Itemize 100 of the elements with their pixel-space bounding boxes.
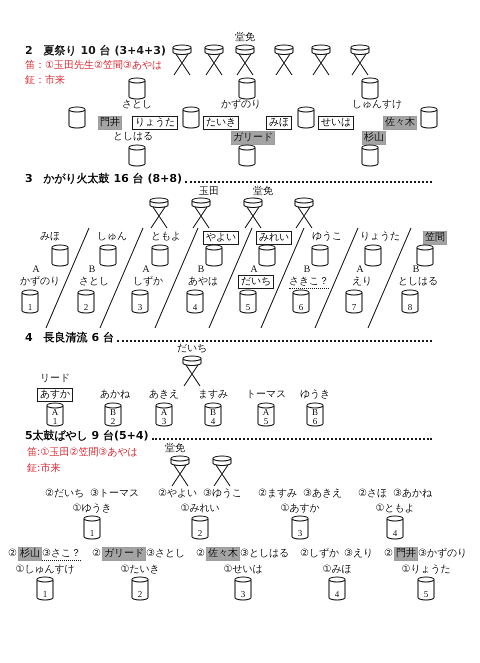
- drum: [361, 145, 379, 167]
- player-name: ますみ: [198, 389, 228, 400]
- instrument-note: 鉦:市来: [27, 463, 60, 474]
- player-name: ②ますみ: [258, 488, 297, 500]
- player-name: だいち: [177, 343, 207, 354]
- player-name: ①しゅんすけ: [16, 564, 74, 576]
- numbered-drum: 3: [131, 290, 149, 314]
- stand-drum: [273, 45, 295, 75]
- player-name: ①みれい: [180, 503, 220, 514]
- highlighted-name: 杉山: [362, 131, 386, 145]
- position-letter: B: [412, 264, 420, 276]
- section-heading: 4 長良清流 6 台: [25, 332, 432, 345]
- numbered-drum: 1: [83, 516, 101, 540]
- drum: [361, 78, 379, 100]
- player-name: ①たいき: [120, 564, 160, 576]
- instrument-note: 笛:①玉田②笠間③あやは: [27, 447, 138, 458]
- player-name: トーマス: [246, 389, 286, 400]
- framed-name: だいち: [238, 275, 274, 289]
- numbered-drum: B 2: [104, 403, 122, 427]
- numbered-drum: B 4: [204, 403, 222, 427]
- numbered-drum: A 3: [155, 403, 173, 427]
- player-name: ②さほ: [358, 488, 387, 500]
- highlighted-name: ガリード: [231, 131, 275, 145]
- player-name: ②: [92, 548, 101, 560]
- numbered-drum: 7: [345, 290, 363, 314]
- numbered-drum: 8: [401, 290, 419, 314]
- player-name: みほ: [40, 231, 60, 242]
- player-name: しゅんすけ: [352, 99, 402, 110]
- player-name: ③トーマス: [90, 488, 139, 500]
- highlighted-name: 笠間: [423, 231, 447, 245]
- player-name: さとし: [79, 276, 109, 288]
- numbered-drum: 1: [36, 577, 54, 601]
- player-name: ②: [196, 548, 205, 560]
- player-name: ①ゆうき: [72, 503, 112, 514]
- player-name: ①ともよ: [376, 503, 414, 514]
- numbered-drum: A 5: [257, 403, 275, 427]
- player-name: あやは: [188, 276, 218, 288]
- player-name: 堂免: [165, 443, 185, 454]
- position-letter: B: [88, 264, 96, 276]
- numbered-drum: 4: [186, 290, 204, 314]
- drum: [68, 107, 86, 129]
- player-name: ②しずか: [300, 548, 339, 560]
- position-letter: A: [250, 264, 258, 276]
- numbered-drum: B 6: [306, 403, 324, 427]
- drum: [238, 145, 256, 167]
- stand-drum: [169, 456, 191, 486]
- drum: [311, 245, 329, 267]
- player-name: 堂免: [253, 186, 273, 198]
- drum: [205, 245, 223, 267]
- framed-name: たいき: [203, 116, 239, 130]
- uncertain-player-name: さきこ？: [289, 276, 329, 288]
- player-name: しゅん: [97, 231, 127, 242]
- numbered-drum: 2: [77, 290, 95, 314]
- player-name: えり: [352, 276, 372, 288]
- numbered-drum: 4: [386, 516, 404, 540]
- drum: [51, 245, 69, 267]
- player-name: さとし: [122, 99, 152, 110]
- section-heading: 3 かがり火太鼓 16 台 (8+8): [25, 173, 432, 186]
- player-name: ③あきえ: [303, 488, 342, 500]
- player-name: ①りょうた: [402, 564, 450, 576]
- uncertain-player-name: ③さこ？: [42, 548, 81, 560]
- position-letter: B: [198, 264, 204, 276]
- player-name: ③ゆうこ: [203, 488, 242, 500]
- highlighted-name: 杉山: [18, 547, 42, 561]
- numbered-drum: 4: [328, 577, 346, 601]
- numbered-drum: 2: [131, 577, 149, 601]
- framed-name: みほ: [266, 116, 292, 130]
- drum: [420, 107, 438, 129]
- drum: [416, 245, 434, 267]
- stand-drum: [349, 45, 371, 75]
- player-name: ②: [384, 548, 393, 560]
- player-name: としはる: [113, 131, 153, 142]
- player-name: ゆうき: [300, 389, 330, 400]
- numbered-drum: A 1: [46, 403, 64, 427]
- player-name: ゆうこ: [312, 231, 342, 242]
- player-name: あきえ: [149, 389, 179, 400]
- player-name: ③えり: [344, 548, 373, 560]
- framed-name: みれい: [256, 231, 292, 245]
- stand-drum: [293, 198, 315, 228]
- player-name: ③としはる: [240, 548, 289, 560]
- highlighted-name: 門井: [98, 116, 122, 130]
- player-name: ②: [8, 548, 17, 560]
- position-letter: A: [142, 264, 150, 276]
- stand-drum: [190, 198, 212, 228]
- player-name: かずのり: [20, 276, 60, 288]
- player-name: ③あかね: [393, 488, 432, 500]
- numbered-drum: 3: [291, 516, 309, 540]
- numbered-drum: 5: [239, 290, 257, 314]
- stand-drum: [234, 45, 256, 75]
- position-letter: A: [356, 264, 364, 276]
- position-letter: B: [304, 264, 310, 276]
- drum: [238, 78, 256, 100]
- numbered-drum: 5: [417, 577, 435, 601]
- highlighted-name: 佐々木: [206, 547, 240, 561]
- player-name: ①みほ: [322, 564, 352, 576]
- player-name: としはる: [398, 276, 438, 288]
- section-heading: 2 夏祭り 10 台 (3+4+3): [25, 45, 166, 58]
- stand-drum: [203, 45, 225, 75]
- role-note: リード: [40, 373, 70, 384]
- stand-drum: [310, 45, 332, 75]
